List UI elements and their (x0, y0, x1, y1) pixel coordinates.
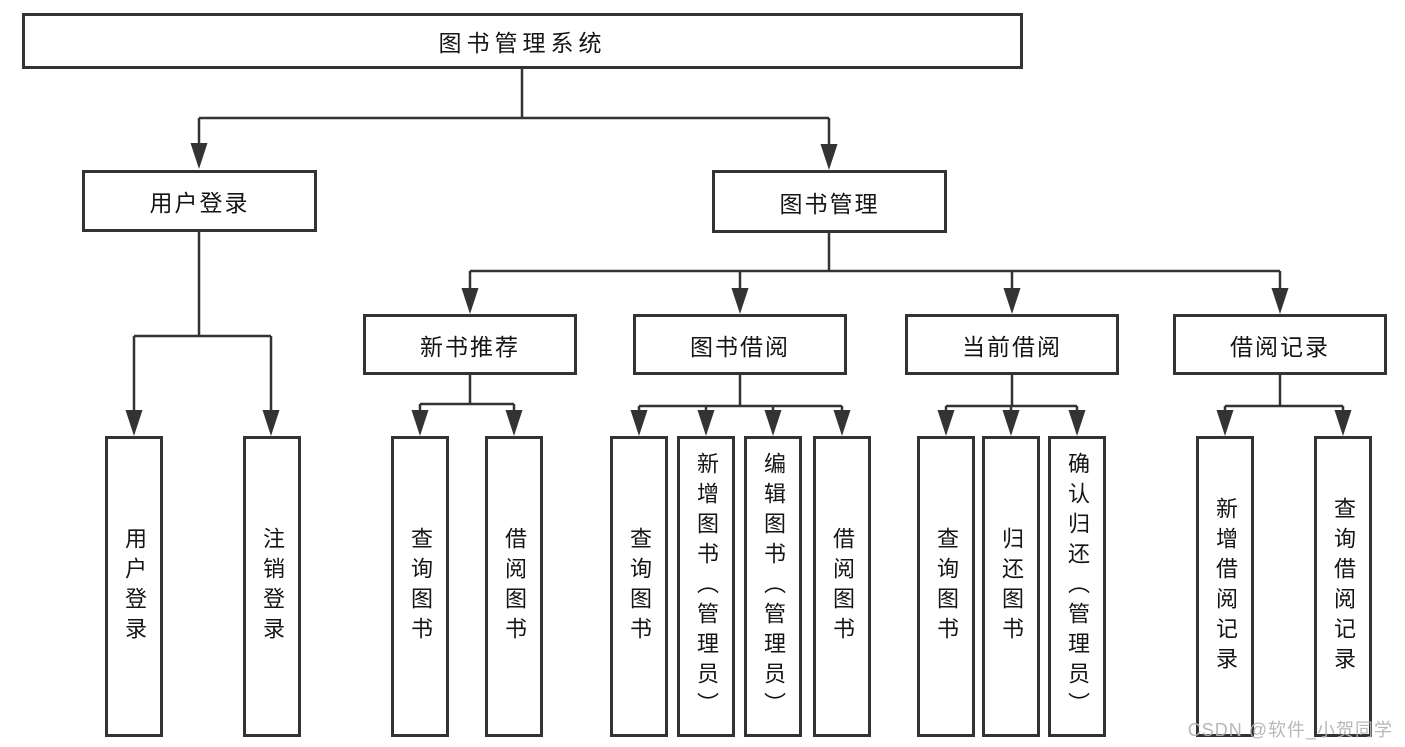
leaf-recommend-borrow-books: 借阅图书 (485, 436, 543, 737)
leaf-recommend-query-books: 查询图书 (391, 436, 449, 737)
arrowheads (125, 143, 1352, 436)
node-borrowing-records: 借阅记录 (1173, 314, 1387, 375)
leaf-borrowing-add-books-admin: 新增图书（管理员） (677, 436, 735, 737)
leaf-records-query-borrow-record: 查询借阅记录 (1314, 436, 1372, 737)
leaf-records-add-borrow-record: 新增借阅记录 (1196, 436, 1254, 737)
leaf-logout: 注销登录 (243, 436, 301, 737)
node-new-book-recommend: 新书推荐 (363, 314, 577, 375)
node-current-borrowing: 当前借阅 (905, 314, 1119, 375)
leaf-current-query-books: 查询图书 (917, 436, 975, 737)
node-book-management: 图书管理 (712, 170, 947, 233)
node-library-management-system: 图书管理系统 (22, 13, 1023, 69)
leaf-borrowing-query-books: 查询图书 (610, 436, 668, 737)
leaf-borrowing-borrow-books: 借阅图书 (813, 436, 871, 737)
node-user-login: 用户登录 (82, 170, 317, 232)
node-book-borrowing: 图书借阅 (633, 314, 847, 375)
leaf-current-confirm-return-admin: 确认归还（管理员） (1048, 436, 1106, 737)
leaf-user-login: 用户登录 (105, 436, 163, 737)
leaf-current-return-books: 归还图书 (982, 436, 1040, 737)
leaf-borrowing-edit-books-admin: 编辑图书（管理员） (744, 436, 802, 737)
